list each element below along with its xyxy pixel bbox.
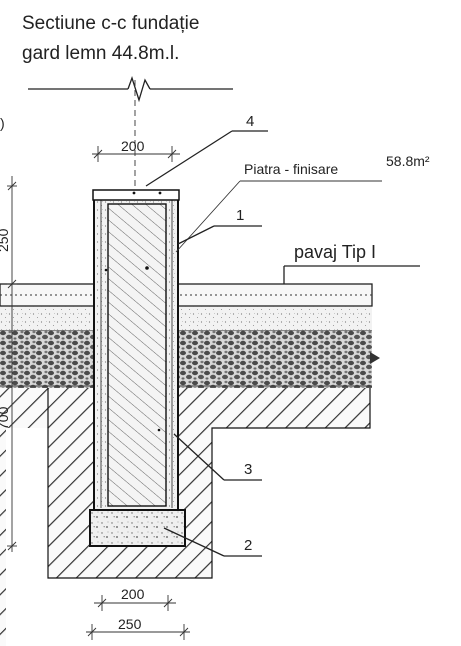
leader-4 [145,130,233,187]
leader-3 [173,433,225,481]
soil-hatch [0,386,48,646]
section-title-line1: Sectiune c-c fundație [22,13,199,34]
callout-4: 4 [246,113,254,130]
pavement-label: pavaj Tip I [294,242,376,262]
leader-1 [177,225,215,245]
cut-line [28,75,233,188]
break-arrow [370,352,380,364]
leader-2 [163,527,225,557]
wooden-post [107,203,167,507]
stone-finishing-cap [92,189,180,201]
dimension-top-200 [92,146,180,162]
edge-mark: ) [0,115,5,131]
dimension-top-label: 200 [121,138,145,154]
sand-layer [0,306,372,330]
stone-area: 58.8m² [386,153,430,169]
callout-2: 2 [244,537,252,554]
dimension-height-upper: 250 [0,228,11,252]
concrete-footing [89,509,186,547]
callout-1: 1 [236,207,244,224]
dimension-bottom-inner-label: 200 [121,586,145,602]
dimension-bottom [86,595,190,640]
callout-3: 3 [244,461,252,478]
stone-note: Piatra - finisare [244,161,338,177]
section-title-line2: gard lemn 44.8m.l. [22,43,179,64]
gravel-layer [0,330,372,388]
dimension-bottom-outer-label: 250 [118,616,142,632]
dimension-vertical [7,176,17,552]
dimension-height-lower: 700 [0,406,11,430]
